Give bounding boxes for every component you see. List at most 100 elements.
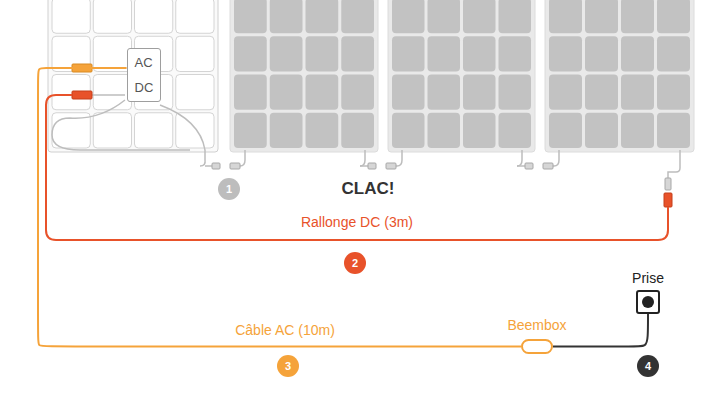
solar-panel — [388, 0, 535, 152]
microinverter-box: AC DC — [127, 48, 162, 102]
solar-panel — [545, 0, 694, 152]
connector — [525, 163, 533, 169]
solar-cell — [341, 75, 374, 110]
solar-cell — [585, 75, 618, 110]
node-heading: Prise — [632, 270, 664, 286]
callout-number: 4 — [637, 355, 659, 377]
solar-cell — [176, 0, 214, 33]
solar-cell — [621, 0, 654, 33]
solar-cell — [392, 75, 425, 110]
panel-frame — [230, 0, 378, 152]
solar-cell — [392, 36, 425, 71]
solar-cell — [463, 0, 496, 33]
beembox-node: Beembox — [507, 317, 566, 354]
solar-cell — [549, 36, 582, 71]
solar-cell — [621, 113, 654, 148]
dc-wire — [360, 150, 365, 166]
solar-cell — [549, 0, 582, 33]
solar-cell — [621, 36, 654, 71]
connector — [665, 178, 671, 190]
dc-wire — [240, 150, 245, 166]
connector — [368, 163, 376, 169]
box-text: AC — [135, 55, 154, 70]
solar-cell — [392, 0, 425, 33]
solar-cell — [234, 113, 267, 148]
solar-cell — [657, 113, 690, 148]
mc4-connectors — [72, 64, 672, 207]
solar-cell — [270, 36, 303, 71]
solar-cell — [135, 0, 173, 33]
solar-cell — [499, 75, 532, 110]
solar-cell — [463, 36, 496, 71]
solar-cell — [428, 113, 461, 148]
solar-cell — [176, 36, 214, 71]
solar-cell — [392, 113, 425, 148]
solar-cell — [176, 75, 214, 110]
solar-cell — [463, 75, 496, 110]
solar-cell — [93, 113, 131, 148]
solar-panels — [48, 0, 694, 152]
diagram-label: CLAC! — [339, 179, 398, 199]
solar-cell — [270, 75, 303, 110]
node-heading: Beembox — [507, 317, 566, 333]
dc-wire — [668, 150, 680, 178]
solar-cell — [341, 0, 374, 33]
beembox-pill — [521, 339, 553, 354]
panel-wires — [52, 68, 680, 178]
solar-cell — [234, 36, 267, 71]
solar-cell — [499, 0, 532, 33]
socket-hole — [642, 296, 654, 308]
panel-frame — [48, 0, 218, 152]
ac-cable — [38, 68, 521, 347]
connector — [212, 163, 220, 169]
solar-cell — [93, 75, 131, 110]
solar-cell — [499, 36, 532, 71]
solar-cell — [270, 0, 303, 33]
solar-panel — [48, 0, 218, 152]
box-text: DC — [135, 80, 154, 95]
solar-cell — [549, 75, 582, 110]
callout-number: 2 — [344, 252, 366, 274]
solar-cell — [306, 75, 339, 110]
dc-wire — [160, 105, 205, 166]
dc-wire — [397, 150, 402, 166]
solar-cell — [657, 0, 690, 33]
dc-wire — [554, 150, 559, 166]
connector — [386, 163, 396, 169]
solar-cell — [306, 0, 339, 33]
solar-cell — [341, 36, 374, 71]
dc-wire — [517, 150, 522, 166]
solar-cell — [428, 75, 461, 110]
solar-cell — [657, 75, 690, 110]
solar-cell — [52, 0, 90, 33]
solar-cell — [549, 113, 582, 148]
box-lead — [92, 68, 125, 95]
solar-cell — [428, 0, 461, 33]
power-cord — [553, 314, 648, 347]
callout-number: 1 — [218, 178, 240, 200]
solar-cell — [93, 36, 131, 71]
diagram-label: Rallonge DC (3m) — [298, 214, 416, 230]
solar-cell — [585, 0, 618, 33]
solar-cell — [306, 113, 339, 148]
solar-cell — [341, 113, 374, 148]
solar-cell — [234, 75, 267, 110]
solar-cell — [463, 113, 496, 148]
panel-frame — [545, 0, 694, 152]
connector — [230, 163, 240, 169]
solar-cell — [585, 36, 618, 71]
solar-cell — [176, 113, 214, 148]
connector — [543, 163, 553, 169]
solar-cell — [499, 113, 532, 148]
solar-cell — [93, 0, 131, 33]
solar-cell — [306, 36, 339, 71]
solar-cell — [657, 36, 690, 71]
dc-wire — [52, 100, 190, 150]
edge-label: Câble AC (10m) — [232, 322, 338, 338]
dc-extension-cable — [46, 95, 668, 240]
solar-cell — [621, 75, 654, 110]
solar-panel — [230, 0, 378, 152]
panel-frame — [388, 0, 535, 152]
